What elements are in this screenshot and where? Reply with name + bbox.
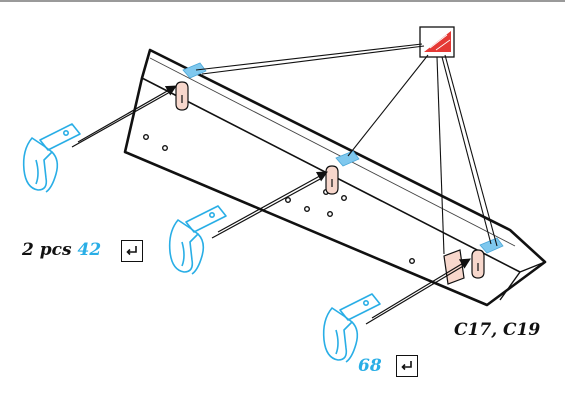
- enter-key-icon: [396, 355, 418, 377]
- tape-left: [182, 62, 207, 79]
- quantity-prefix: 2 pcs: [22, 240, 72, 260]
- hinge-part-middle: [168, 205, 227, 275]
- hinge-part-left: [22, 123, 81, 193]
- part-number-68: 68: [358, 356, 382, 376]
- tape-right: [479, 237, 504, 254]
- red-adhesive-icon: [419, 26, 455, 58]
- enter-key-icon: [121, 240, 143, 262]
- part-number-42: 42: [77, 240, 102, 260]
- quantity-label-left: 2 pcs 42: [22, 240, 101, 260]
- hinge-part-bottom: [322, 293, 381, 363]
- adhesive-leader-lines: [195, 43, 498, 255]
- top-divider: [0, 0, 565, 2]
- tape-strips: [182, 62, 504, 254]
- part-codes-label: C17, C19: [454, 320, 541, 340]
- insertion-arrows: [71, 85, 471, 325]
- cabinet-hinges: [175, 81, 485, 285]
- tape-middle: [335, 150, 360, 167]
